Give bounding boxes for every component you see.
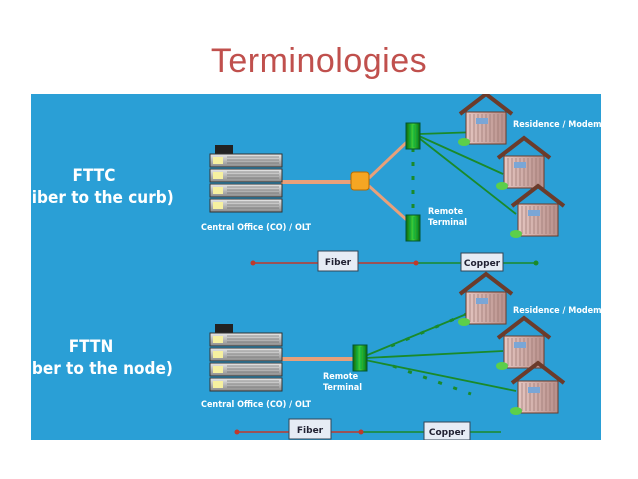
network-diagram: FTTC (Fiber to the curb) Central Office … bbox=[31, 94, 601, 440]
fttc-remote-terminal-icon-upper bbox=[405, 122, 421, 150]
fttn-copper-link-3 bbox=[364, 359, 517, 392]
fttc-fiber-tag bbox=[317, 250, 359, 272]
fttn-remote-terminal-label-line2: Terminal bbox=[323, 383, 362, 393]
fttn-span-mid-dot bbox=[358, 429, 364, 435]
fttc-fiber-tag-text: Fiber bbox=[325, 258, 352, 268]
fttc-label-line2: (Fiber to the curb) bbox=[31, 188, 174, 208]
fttc-central-office-icon bbox=[209, 144, 283, 213]
fttc-house-icon-2 bbox=[494, 136, 552, 192]
fttc-copper-link-2 bbox=[418, 135, 504, 175]
fttc-splitter-icon bbox=[350, 171, 370, 191]
fttn-span-start-dot bbox=[234, 429, 240, 435]
diagram-canvas: FTTC (Fiber to the curb) Central Office … bbox=[31, 94, 601, 440]
fttc-fiber-branch-lower bbox=[367, 184, 411, 224]
fttc-remote-terminal-icon-lower bbox=[405, 214, 421, 242]
fttc-residence-label: Residence / Modem bbox=[513, 120, 601, 130]
fttc-copper-link-3 bbox=[418, 137, 517, 215]
fttn-central-office-label: Central Office (CO) / OLT bbox=[201, 400, 312, 410]
fttc-span-end-dot bbox=[533, 260, 539, 266]
fttn-copper-link-2 bbox=[364, 350, 504, 359]
fttn-fiber-tag-text: Fiber bbox=[297, 426, 324, 436]
fttn-fiber-tag bbox=[288, 418, 332, 440]
fttn-label-line2: (Fiber to the node) bbox=[31, 359, 173, 379]
fttc-remote-terminal-label-line2: Terminal bbox=[428, 218, 467, 228]
fttn-copper-tag-text: Copper bbox=[429, 428, 466, 438]
fttc-remote-terminal-label-line1: Remote bbox=[428, 207, 464, 217]
fttn-house-icon-2 bbox=[494, 316, 552, 372]
fttn-central-office-icon bbox=[209, 323, 283, 392]
fttc-copper-tag bbox=[460, 252, 504, 272]
fttc-copper-tag-text: Copper bbox=[464, 259, 501, 269]
fttc-fiber-branch-upper bbox=[367, 138, 411, 180]
slide-title: Terminologies bbox=[210, 42, 428, 80]
fttn-house-icon-1 bbox=[456, 272, 514, 328]
fttc-span-start-dot bbox=[250, 260, 256, 266]
fttc-label-line1: FTTC bbox=[73, 166, 116, 186]
fttc-span-mid-dot bbox=[413, 260, 419, 266]
fttn-remote-terminal-icon bbox=[352, 344, 368, 372]
fttc-central-office-label: Central Office (CO) / OLT bbox=[201, 223, 312, 233]
fttn-remote-terminal-label-line1: Remote bbox=[323, 372, 359, 382]
fttc-house-icon-1 bbox=[456, 94, 514, 148]
fttc-house-icon-3 bbox=[508, 184, 566, 240]
fttn-copper-tag bbox=[423, 421, 471, 440]
fttn-label-line1: FTTN bbox=[69, 337, 114, 357]
fttn-house-icon-3 bbox=[508, 361, 566, 417]
fttn-residence-label: Residence / Modem bbox=[513, 306, 601, 316]
